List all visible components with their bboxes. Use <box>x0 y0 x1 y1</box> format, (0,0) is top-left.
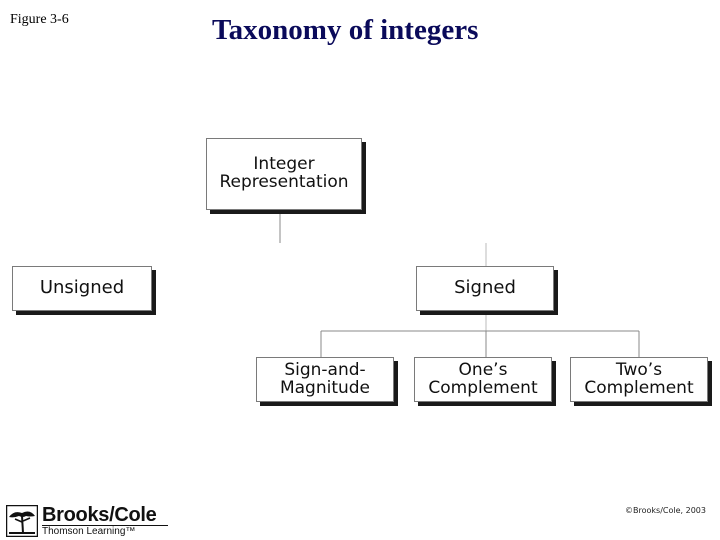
node-root-line1: Integer <box>253 154 315 175</box>
publisher-subtitle: Thomson Learning™ <box>42 526 136 537</box>
node-integer-representation: Integer Representation <box>206 138 362 210</box>
node-ones-line2: Complement <box>428 377 538 398</box>
publisher-logo: Brooks/Cole Thomson Learning™ <box>6 504 176 538</box>
node-sign-and-magnitude: Sign-and- Magnitude <box>256 357 394 402</box>
node-sam-line2: Magnitude <box>279 377 371 398</box>
publisher-name: Brooks/Cole <box>42 504 157 526</box>
node-twos-line1: Two’s <box>615 359 663 380</box>
node-unsigned-label: Unsigned <box>39 277 125 299</box>
logo-rule <box>42 525 168 526</box>
node-ones-complement: One’s Complement <box>414 357 552 402</box>
node-twos-line2: Complement <box>584 377 694 398</box>
tree-icon <box>6 505 38 537</box>
node-ones-line1: One’s <box>458 359 508 380</box>
node-twos-complement: Two’s Complement <box>570 357 708 402</box>
node-signed: Signed <box>416 266 554 311</box>
node-signed-label: Signed <box>454 277 516 299</box>
slide-title: Taxonomy of integers <box>212 14 479 46</box>
figure-label: Figure 3-6 <box>10 12 69 27</box>
node-root-line2: Representation <box>219 172 349 192</box>
copyright-notice: ©Brooks/Cole, 2003 <box>625 506 706 515</box>
node-unsigned: Unsigned <box>12 266 152 311</box>
node-sam-line1: Sign-and- <box>284 359 366 380</box>
